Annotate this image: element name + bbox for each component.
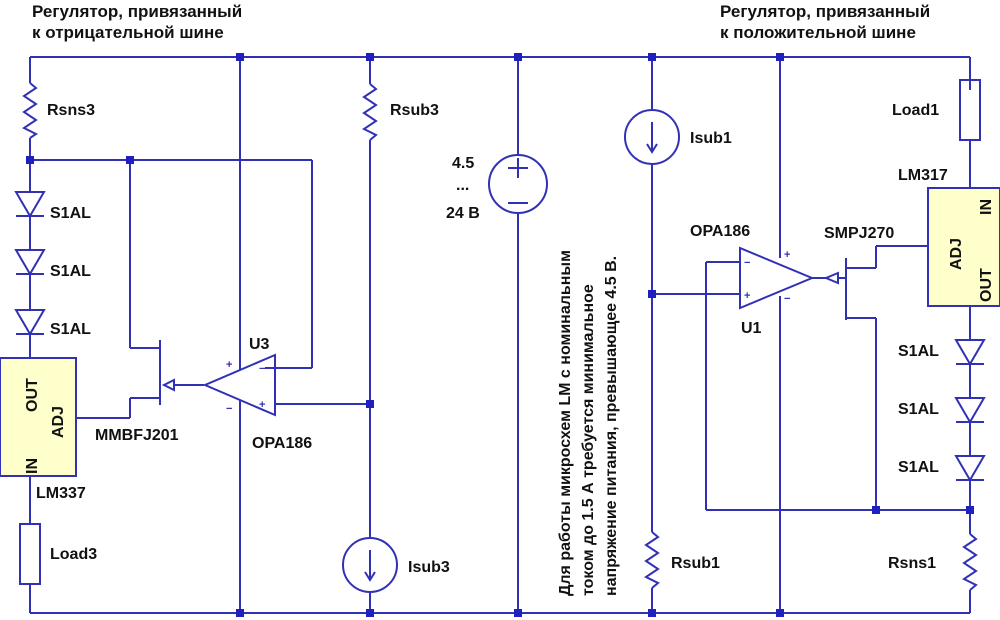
rsns3-label: Rsns3 [47, 102, 95, 119]
right-diode-1-label: S1AL [898, 343, 939, 360]
isub3-label: Isub3 [408, 559, 450, 576]
left-title-line1: Регулятор, привязанный [32, 2, 242, 21]
svg-text:−: − [744, 257, 750, 269]
left-diode-2 [14, 249, 46, 276]
source-voltage-line3: 24 В [446, 205, 480, 222]
u1-ref-label: U1 [741, 320, 762, 337]
lm337-in-pin: IN [24, 458, 41, 474]
smpj270-label: SMPJ270 [824, 225, 894, 242]
note-line3: напряжение питания, превышающее 4.5 В. [603, 256, 620, 596]
right-title-line2: к положительной шине [720, 23, 916, 42]
rsns1-resistor [962, 533, 978, 591]
right-title-line1: Регулятор, привязанный [720, 2, 930, 21]
lm337-adj-pin: ADJ [50, 406, 67, 438]
isub3-current-source [342, 537, 398, 593]
isub1-current-source [624, 109, 680, 165]
svg-text:+: + [259, 399, 265, 411]
lm317-in-pin: IN [978, 199, 995, 215]
rsub1-label: Rsub1 [671, 555, 720, 572]
load3-label: Load3 [50, 546, 97, 563]
right-diode-3-label: S1AL [898, 459, 939, 476]
left-diode-1 [14, 191, 46, 218]
mmbfj201-fet [159, 340, 204, 405]
right-diode-2-label: S1AL [898, 401, 939, 418]
load1-label: Load1 [892, 102, 939, 119]
note-line1: Для работы микросхем LM с номинальным [557, 250, 574, 596]
rsns1-label: Rsns1 [888, 555, 936, 572]
u3-opamp: + − − + [202, 57, 276, 613]
left-diode-3 [14, 309, 46, 336]
top-rail [30, 56, 971, 90]
right-regulator: Isub1 Rsub1 − + + − OPA186 U1 [624, 57, 1000, 613]
u3-model-label: OPA186 [252, 435, 312, 452]
lm317-out-pin: OUT [978, 268, 995, 302]
left-title-line2: к отрицательной шине [32, 23, 224, 42]
rsns3-resistor [22, 82, 38, 139]
isub1-label: Isub1 [690, 130, 732, 147]
svg-text:−: − [259, 363, 265, 375]
svg-text:+: + [744, 290, 750, 302]
lm337-regulator [0, 357, 77, 477]
lm317-adj-pin: ADJ [948, 238, 965, 270]
svg-text:−: − [784, 293, 790, 305]
u3-ref-label: U3 [249, 336, 270, 353]
left-diode-3-label: S1AL [50, 321, 91, 338]
note-line2: током до 1.5 А требуется минимальное [580, 284, 597, 596]
supply-source [488, 57, 548, 613]
svg-text:+: + [784, 249, 790, 261]
left-regulator: Rsns3 S1AL S1AL S1AL OUT ADJ IN LM337 [0, 57, 450, 613]
left-diode-1-label: S1AL [50, 205, 91, 222]
rsub1-resistor [644, 531, 660, 589]
svg-text:+: + [226, 359, 232, 371]
u1-opamp: − + + − [739, 246, 815, 310]
right-diode-3 [954, 455, 986, 482]
smpj270-fet [823, 258, 876, 320]
svg-text:−: − [226, 403, 232, 415]
rsub3-resistor [362, 83, 378, 141]
lm317-regulator [927, 187, 1000, 307]
right-diode-1 [954, 339, 986, 366]
right-diode-2 [954, 397, 986, 424]
left-diode-2-label: S1AL [50, 263, 91, 280]
lm337-label: LM337 [36, 485, 86, 502]
mmbfj201-label: MMBFJ201 [95, 427, 179, 444]
source-voltage-line1: 4.5 [452, 155, 474, 172]
u1-model-label: OPA186 [690, 223, 750, 240]
load3-resistor [19, 523, 41, 585]
lm317-label: LM317 [898, 167, 948, 184]
junction-dots [26, 53, 974, 617]
source-voltage-line2: ... [456, 177, 469, 194]
lm337-out-pin: OUT [24, 378, 41, 412]
rsub3-label: Rsub3 [390, 102, 439, 119]
